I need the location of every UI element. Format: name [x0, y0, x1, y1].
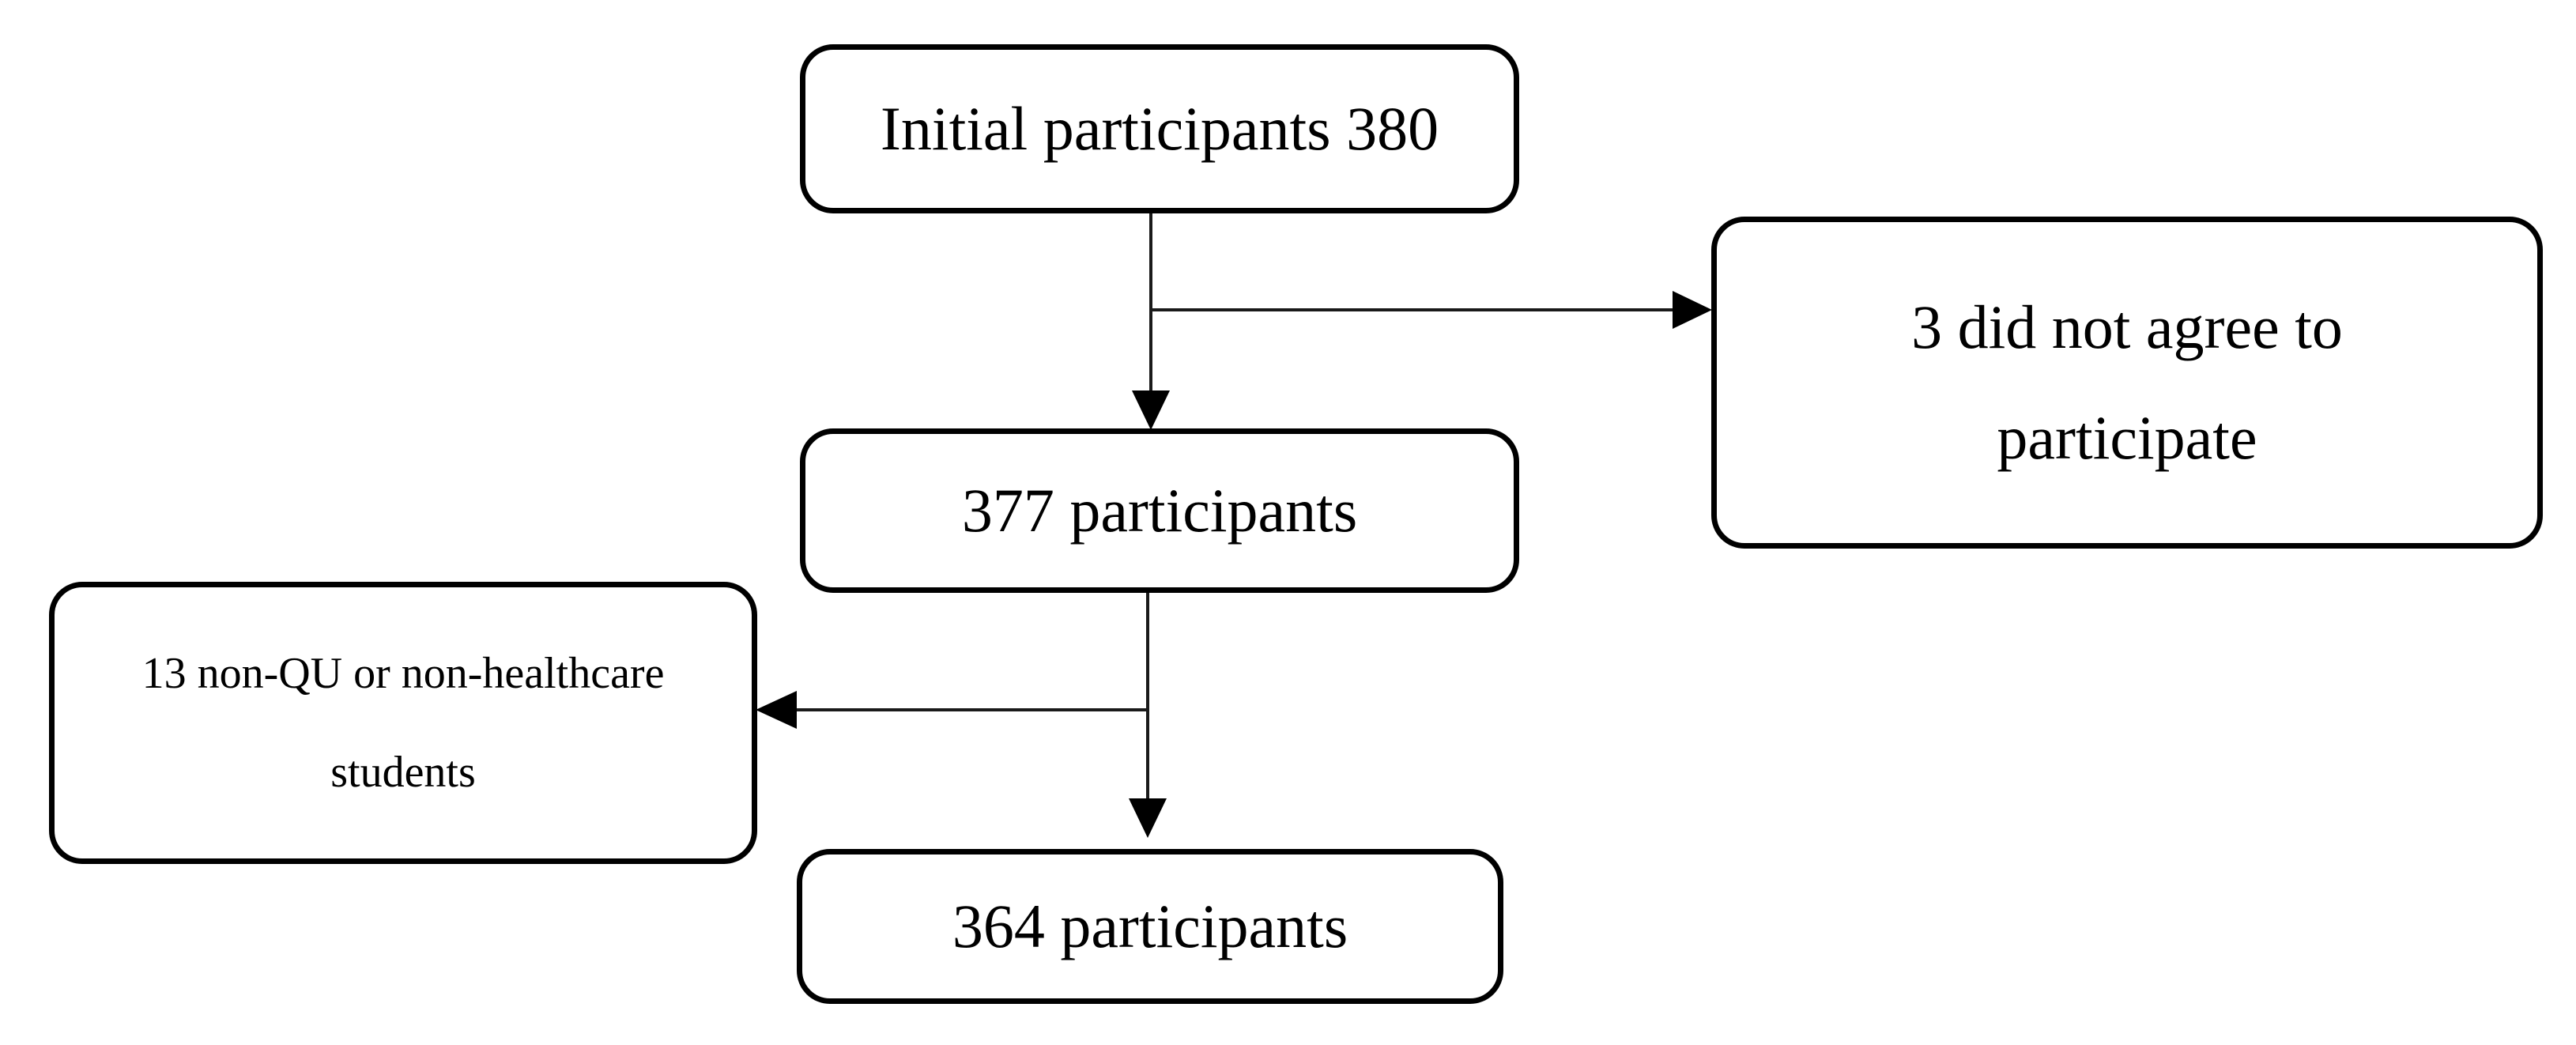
node-initial-participants-label: Initial participants 380: [880, 94, 1439, 164]
arrow-initial-to-did-not-agree: [1151, 291, 1712, 329]
arrow-initial-to-377: [1132, 213, 1170, 430]
node-did-not-agree-line1: 3 did not agree to: [1911, 292, 2343, 362]
arrow-377-to-non-qu: [756, 691, 1148, 729]
node-377-participants: 377 participants: [800, 428, 1519, 593]
node-non-qu-students-line1: 13 non-QU or non-healthcare: [141, 649, 665, 699]
node-initial-participants: Initial participants 380: [800, 44, 1519, 213]
node-did-not-agree-line2: participate: [1997, 403, 2257, 472]
node-non-qu-students: 13 non-QU or non-healthcare students: [49, 582, 757, 864]
node-364-participants: 364 participants: [797, 849, 1503, 1004]
node-377-participants-label: 377 participants: [961, 476, 1358, 545]
arrow-377-to-364: [1129, 593, 1167, 838]
node-did-not-agree: 3 did not agree to participate: [1711, 217, 2543, 549]
node-364-participants-label: 364 participants: [952, 892, 1348, 961]
node-non-qu-students-line2: students: [330, 747, 476, 797]
